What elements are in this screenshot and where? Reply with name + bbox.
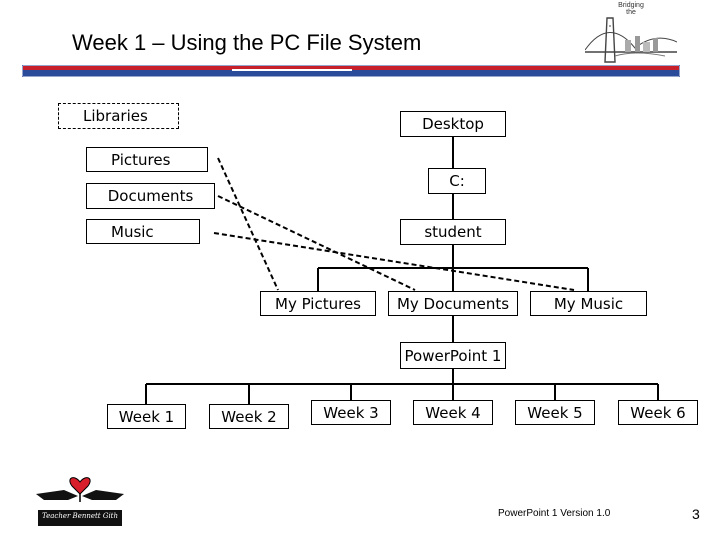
signature-text: Teacher Bennett Gith <box>41 512 119 520</box>
week1-node: Week 1 <box>107 404 186 429</box>
student-node: student <box>400 219 506 245</box>
week5-node: Week 5 <box>515 400 595 425</box>
desktop-node: Desktop <box>400 111 506 137</box>
week6-node: Week 6 <box>618 400 698 425</box>
week2-node: Week 2 <box>209 404 289 429</box>
footer-text: PowerPoint 1 Version 1.0 <box>498 508 611 519</box>
bridge-icon <box>584 17 678 63</box>
bridge-logo-text-1: Bridging <box>618 2 644 9</box>
slide-title: Week 1 – Using the PC File System <box>72 30 422 55</box>
bridge-logo-text-2: the <box>626 9 636 16</box>
page-number: 3 <box>692 506 700 522</box>
my-documents-node: My Documents <box>388 291 518 316</box>
documents-node: Documents <box>86 183 215 209</box>
music-node: Music <box>86 219 200 244</box>
title-banner <box>22 65 680 77</box>
powerpoint1-node: PowerPoint 1 <box>400 342 506 369</box>
week3-node: Week 3 <box>311 400 391 425</box>
my-music-node: My Music <box>530 291 647 316</box>
week4-node: Week 4 <box>413 400 493 425</box>
hands-logo <box>34 466 126 528</box>
c-drive-node: C: <box>428 168 486 194</box>
libraries-node: Libraries <box>58 103 179 129</box>
bridge-logo: Bridging the <box>584 2 678 72</box>
my-pictures-node: My Pictures <box>260 291 376 316</box>
heart-hands-icon <box>36 477 124 526</box>
pictures-node: Pictures <box>86 147 208 172</box>
